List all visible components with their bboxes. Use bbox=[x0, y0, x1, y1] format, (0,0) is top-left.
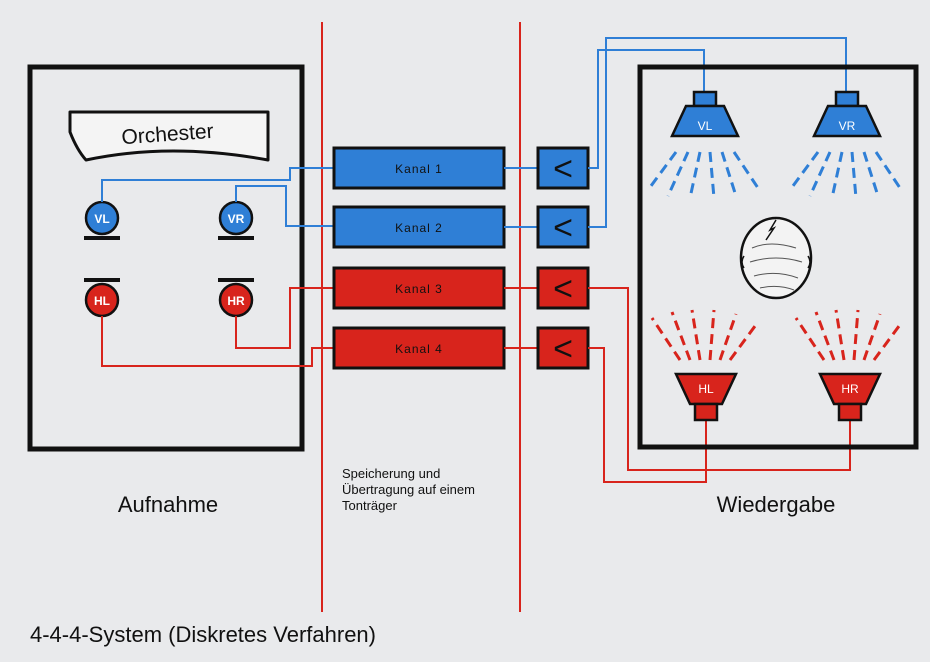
wire-amp-4-speaker-hl bbox=[588, 347, 707, 483]
mic-vl: VL bbox=[84, 200, 120, 240]
sound-waves-vl bbox=[646, 151, 760, 199]
speaker-vr-label: VR bbox=[839, 119, 856, 133]
speaker-vl: VL bbox=[646, 90, 760, 199]
speaker-hr: HR bbox=[794, 309, 904, 422]
playback-label: Wiedergabe bbox=[717, 492, 836, 517]
wire-amp-1-speaker-vl bbox=[588, 49, 705, 169]
amplifier-3: < bbox=[536, 266, 590, 310]
sound-waves-vr bbox=[788, 151, 902, 199]
amplifier-1: < bbox=[536, 146, 590, 190]
wire-amp-2-speaker-vr bbox=[588, 37, 847, 228]
speaker-vl-label: VL bbox=[698, 119, 713, 133]
mic-hr: HR bbox=[218, 278, 254, 318]
channel-4-label: Kanal 4 bbox=[395, 342, 443, 356]
wire-mic-hl-kanal-4 bbox=[101, 316, 334, 367]
storage-text-line-1: Speicherung und bbox=[342, 466, 440, 481]
footer-title: 4-4-4-System (Diskretes Verfahren) bbox=[30, 622, 376, 647]
speaker-hl: HL bbox=[650, 309, 760, 422]
sound-waves-hr bbox=[794, 309, 904, 361]
amplifier-4: < bbox=[536, 326, 590, 370]
speaker-vr: VR bbox=[788, 90, 902, 199]
wire-mic-vl-kanal-1 bbox=[101, 167, 334, 202]
channel-3-label: Kanal 3 bbox=[395, 282, 443, 296]
mic-vl-label: VL bbox=[94, 212, 109, 226]
playback-frame bbox=[637, 64, 919, 450]
speaker-hr-label: HR bbox=[841, 382, 859, 396]
wire-mic-hr-kanal-3 bbox=[235, 287, 334, 349]
wire-amp-3-speaker-hr bbox=[588, 287, 851, 471]
channel-4: Kanal 4 bbox=[332, 326, 506, 370]
channel-2: Kanal 2 bbox=[332, 205, 506, 249]
wire-mic-vr-kanal-2 bbox=[235, 185, 334, 227]
mic-vr: VR bbox=[218, 200, 254, 240]
listener-head-icon bbox=[739, 216, 813, 300]
recording-frame bbox=[27, 64, 305, 452]
orchestra-stage: Orchester bbox=[68, 110, 270, 162]
channel-1-label: Kanal 1 bbox=[395, 162, 443, 176]
storage-text-line-2: Übertragung auf einem bbox=[342, 482, 475, 497]
speaker-hl-label: HL bbox=[698, 382, 714, 396]
sound-waves-hl bbox=[650, 309, 760, 361]
mic-hr-label: HR bbox=[227, 294, 245, 308]
mic-vr-label: VR bbox=[228, 212, 245, 226]
channel-1: Kanal 1 bbox=[332, 146, 506, 190]
amplifier-1-symbol: < bbox=[553, 150, 573, 188]
amplifier-2-symbol: < bbox=[553, 209, 573, 247]
recording-label: Aufnahme bbox=[118, 492, 218, 517]
channel-2-label: Kanal 2 bbox=[395, 221, 443, 235]
mic-hl: HL bbox=[84, 278, 120, 318]
amplifier-2: < bbox=[536, 205, 590, 249]
storage-text-line-3: Tonträger bbox=[342, 498, 398, 513]
amplifier-3-symbol: < bbox=[553, 270, 573, 308]
mic-hl-label: HL bbox=[94, 294, 110, 308]
amplifier-4-symbol: < bbox=[553, 330, 573, 368]
channel-3: Kanal 3 bbox=[332, 266, 506, 310]
